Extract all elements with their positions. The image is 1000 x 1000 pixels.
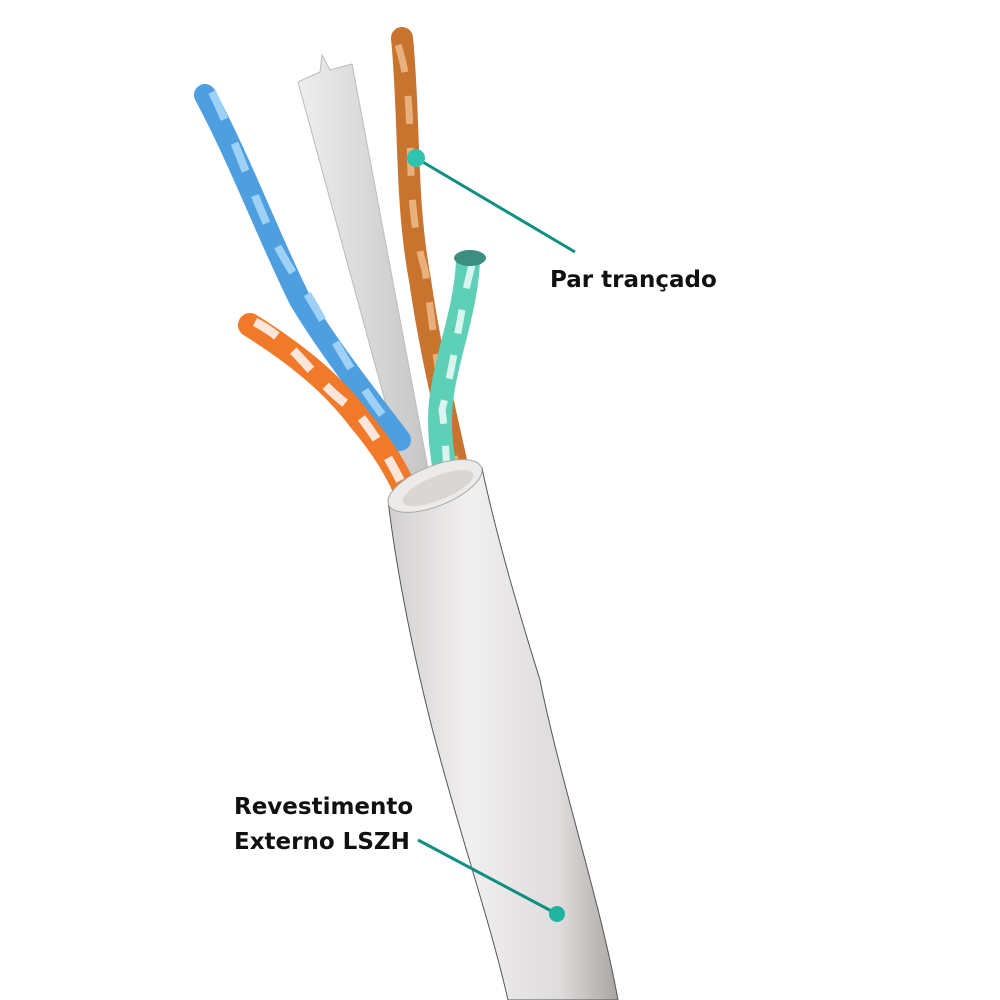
twisted-pair-label: Par trançado [550, 267, 717, 293]
twisted-pair-callout [407, 149, 576, 254]
outer-jacket [387, 467, 619, 1000]
jacket-label-line2: Externo LSZH [234, 829, 410, 855]
jacket-label-line1: Revestimento [234, 794, 414, 820]
orange-pair [238, 313, 420, 510]
jacket-callout [417, 838, 565, 922]
blue-pair [194, 84, 411, 451]
